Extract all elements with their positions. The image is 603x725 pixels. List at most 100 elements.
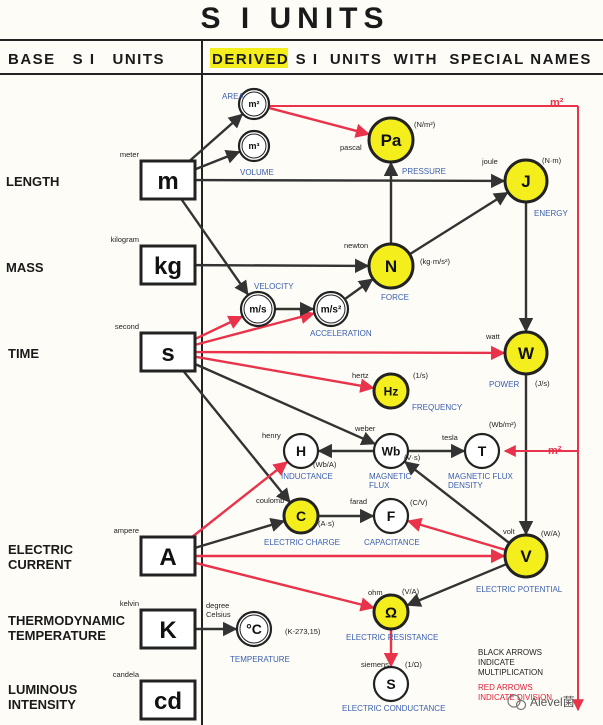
base-unit-name: second — [115, 322, 139, 331]
derived-unit-symbol: C — [296, 508, 306, 524]
derived-quantity-label: AREA — [222, 92, 244, 101]
base-quantity-label: LENGTH — [6, 174, 59, 189]
derived-quantity-label: CAPACITANCE — [364, 538, 420, 547]
division-bus: m² m² — [270, 97, 584, 712]
derived-quantity-label: POWER — [489, 380, 519, 389]
derived-unit-circle — [463, 432, 501, 470]
derived-unit-expression: (N/m²) — [414, 120, 436, 129]
derived-quantity-label: ELECTRIC CHARGE — [264, 538, 340, 547]
derived-unit-inner-ring — [241, 133, 267, 159]
derived-unit-circle — [372, 665, 410, 703]
base-units-header: BASE S I UNITS — [8, 51, 165, 68]
derived-unit-circle — [503, 330, 549, 376]
derived-unit-name: weber — [354, 424, 376, 433]
derived-unit-symbol: m/s — [249, 305, 267, 316]
base-unit-box — [139, 608, 197, 650]
legend-red-line-1: RED ARROWS — [478, 683, 533, 692]
red-arrow-A-to-H — [191, 461, 289, 538]
page-title: S I UNITS — [200, 2, 389, 35]
derived-unit-circle — [372, 432, 410, 470]
red-arrow-s-to-vel — [194, 315, 244, 341]
derived-unit-name: ohm — [368, 588, 383, 597]
derived-unit-expression: (J/s) — [535, 379, 550, 388]
base-unit-box — [139, 244, 197, 286]
derived-quantity-label: VELOCITY — [254, 282, 294, 291]
derived-unit-vel: m/s VELOCITY — [239, 282, 294, 328]
legend-red-line-2: INDICATE DIVISION — [478, 693, 552, 702]
base-unit-symbol: m — [157, 168, 178, 195]
derived-unit-name: tesla — [442, 433, 459, 442]
derived-unit-name: farad — [350, 497, 367, 506]
derived-unit-symbol: Wb — [382, 444, 401, 458]
black-arrow-m-to-m3 — [194, 149, 241, 171]
black-arrow-m-to-m2 — [188, 113, 244, 162]
derived-unit-symbol: T — [478, 443, 487, 459]
derived-unit-inner-ring — [239, 614, 269, 644]
derived-unit-name: henry — [262, 431, 281, 440]
derived-unit-circle — [503, 533, 549, 579]
black-arrow-kg-to-N — [194, 258, 370, 274]
base-units: mmeterLENGTHkgkilogramMASSssecondTIMEAam… — [6, 150, 197, 721]
derived-quantity-label: PRESSURE — [402, 167, 446, 176]
derived-quantity-label: FORCE — [381, 293, 409, 302]
black-arrow-N-to-J — [409, 191, 509, 255]
derived-unit-circle — [367, 242, 415, 290]
derived-unit-symbol: m³ — [249, 141, 260, 151]
derived-unit-circle — [372, 497, 410, 535]
legend-black-line-2: INDICATE — [478, 658, 515, 667]
base-unit-symbol: A — [159, 544, 176, 571]
connections — [180, 106, 534, 668]
base-quantity-label: MASS — [6, 260, 44, 275]
derived-unit-inner-ring — [243, 294, 273, 324]
base-unit-name: kilogram — [111, 235, 139, 244]
black-arrow-V-to-Wb — [404, 461, 510, 544]
derived-unit-symbol: Ω — [385, 604, 397, 621]
derived-unit-circle — [503, 158, 549, 204]
derived-unit-name: volt — [503, 527, 516, 536]
derived-unit-expression: (kg·m/s²) — [420, 257, 450, 266]
watermark-text: Alevel菌 — [530, 695, 575, 709]
wechat-icon-small — [515, 699, 527, 711]
derived-unit-name: coulomb — [256, 496, 284, 505]
derived-quantity-label: ACCELERATION — [310, 329, 372, 338]
derived-unit-circle — [239, 290, 277, 328]
derived-unit-circle — [372, 593, 410, 631]
base-unit-name: ampere — [114, 526, 139, 535]
base-unit-box — [139, 331, 197, 373]
base-unit-box — [139, 679, 197, 721]
derived-unit-expression: (V/A) — [402, 587, 420, 596]
red-arrow-s-to-acc — [194, 309, 315, 347]
derived-unit-symbol: N — [385, 257, 397, 276]
derived-quantity-label: ELECTRIC RESISTANCE — [346, 633, 438, 642]
red-arrow-s-to-Hz — [194, 355, 375, 393]
derived-unit-circle — [372, 372, 410, 410]
derived-units: m²AREAm³VOLUMEPaPRESSUREpascal(N/m²)JENE… — [206, 87, 568, 713]
derived-unit-symbol: W — [518, 344, 535, 363]
base-unit-symbol: s — [161, 340, 174, 367]
derived-unit-inner-ring — [316, 294, 346, 324]
red-arrow-A-to-ohm — [194, 561, 375, 612]
derived-unit-name: siemens — [361, 660, 389, 669]
black-arrow-m-to-vel — [180, 198, 249, 296]
derived-unit-inner-ring — [241, 91, 267, 117]
red-arrow-s-to-W — [194, 345, 506, 361]
derived-unit-name: joule — [481, 157, 498, 166]
derived-unit-symbol: Hz — [384, 384, 399, 398]
derived-unit-expression: (Wb/m²) — [489, 420, 517, 429]
